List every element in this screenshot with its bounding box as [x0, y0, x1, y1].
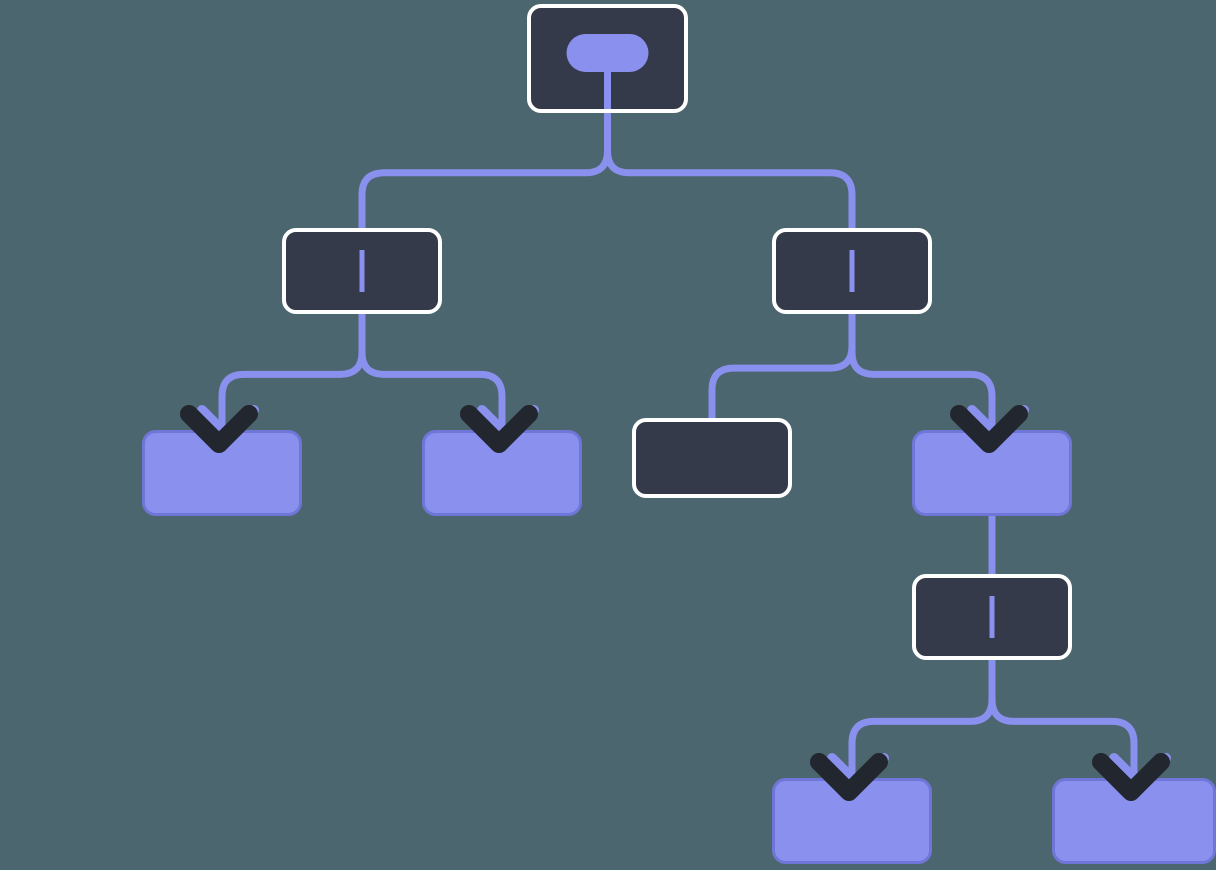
- branch-node-right[interactable]: [772, 228, 932, 314]
- edges-layer: [218, 109, 1138, 782]
- root-node[interactable]: [527, 4, 688, 113]
- edge-branch-right-to-leaf-3-arrowhead: [950, 405, 1028, 453]
- root-node-pill-icon: [566, 34, 649, 72]
- edge-sub-branch-to-leaf-4-arrowhead: [810, 753, 888, 801]
- edge-branch-right-to-leaf-3: [848, 310, 996, 434]
- arrowheads-layer: [180, 405, 1171, 801]
- edge-branch-left-to-leaf-2-arrowhead: [460, 405, 538, 453]
- edge-branch-left-to-leaf-1-arrowhead: [180, 405, 258, 453]
- branch-node-left[interactable]: [282, 228, 442, 314]
- leaf-node-dark-shape[interactable]: [632, 418, 792, 498]
- edge-sub-branch-to-leaf-5-arrowhead: [1092, 753, 1170, 801]
- edge-sub-branch-to-leaf-5: [988, 656, 1138, 782]
- sub-branch-node[interactable]: [912, 574, 1072, 660]
- edge-root-to-branch-right: [604, 109, 856, 232]
- leaf-node-dark[interactable]: [632, 418, 792, 498]
- edge-branch-left-to-leaf-2: [358, 310, 506, 434]
- nodes-layer: [142, 4, 1216, 864]
